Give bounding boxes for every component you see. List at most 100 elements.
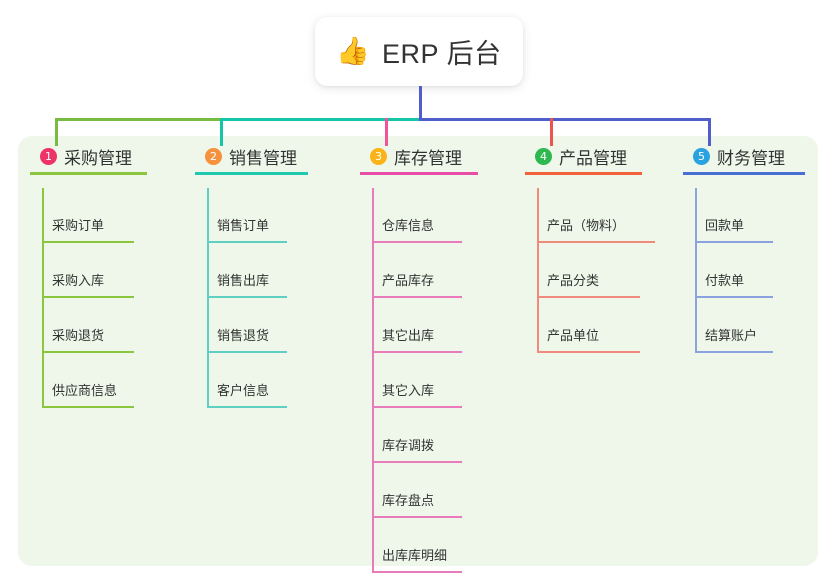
branch-header-1[interactable]: 1 采购管理 bbox=[30, 144, 150, 168]
item-connector-line bbox=[695, 298, 697, 353]
branch-title: 销售管理 bbox=[229, 148, 297, 168]
item-connector-line bbox=[537, 188, 539, 243]
item-connector-line bbox=[372, 408, 374, 463]
drop-line-col-3 bbox=[385, 118, 388, 146]
item-connector-line bbox=[372, 518, 374, 573]
item-underline bbox=[372, 241, 462, 243]
bar-segment-2 bbox=[220, 118, 422, 121]
item-underline bbox=[372, 351, 462, 353]
item-underline bbox=[42, 351, 134, 353]
branch-header-underline bbox=[683, 172, 805, 175]
branch-header-4[interactable]: 4 产品管理 bbox=[525, 144, 643, 168]
item-label: 供应商信息 bbox=[52, 383, 118, 398]
item-connector-line bbox=[695, 188, 697, 243]
item-underline bbox=[695, 241, 773, 243]
item-underline bbox=[207, 351, 287, 353]
branch-title: 库存管理 bbox=[394, 148, 462, 168]
item-underline bbox=[537, 296, 640, 298]
branch-title: 产品管理 bbox=[559, 148, 627, 168]
branch-column-5: 5 财务管理回款单付款单结算账户 bbox=[683, 144, 805, 353]
root-node-erp-backend[interactable]: 👍 ERP 后台 bbox=[315, 17, 523, 86]
item-connector-line bbox=[537, 298, 539, 353]
drop-line-col-1 bbox=[55, 118, 58, 146]
drop-line-col-4 bbox=[550, 118, 553, 146]
thumbs-up-icon: 👍 bbox=[336, 36, 371, 66]
item-underline bbox=[207, 296, 287, 298]
item-connector-line bbox=[372, 463, 374, 518]
bar-segment-1 bbox=[55, 118, 223, 121]
item-connector-line bbox=[42, 353, 44, 408]
item-label: 采购订单 bbox=[52, 218, 105, 233]
branch-number-badge: 2 bbox=[205, 147, 222, 165]
item-label: 其它出库 bbox=[382, 328, 435, 343]
root-node-title: ERP 后台 bbox=[382, 39, 502, 69]
item-underline bbox=[42, 296, 134, 298]
item-underline bbox=[207, 241, 287, 243]
item-underline bbox=[42, 406, 134, 408]
item-label: 出库库明细 bbox=[382, 548, 448, 563]
item-label: 采购退货 bbox=[52, 328, 105, 343]
item-connector-line bbox=[695, 243, 697, 298]
item-connector-line bbox=[207, 243, 209, 298]
branch-number-badge: 1 bbox=[40, 147, 57, 165]
branch-number-badge: 5 bbox=[693, 147, 710, 165]
branch-header-5[interactable]: 5 财务管理 bbox=[683, 144, 803, 168]
item-label: 销售退货 bbox=[217, 328, 270, 343]
item-label: 销售出库 bbox=[217, 273, 270, 288]
item-connector-line bbox=[207, 298, 209, 353]
item-connector-line bbox=[372, 188, 374, 243]
bar-segment-3 bbox=[419, 118, 711, 121]
item-connector-line bbox=[372, 298, 374, 353]
item-underline bbox=[695, 296, 773, 298]
branch-title: 财务管理 bbox=[717, 148, 785, 168]
item-connector-line bbox=[42, 243, 44, 298]
item-label: 库存调拨 bbox=[382, 438, 435, 453]
item-underline bbox=[537, 351, 640, 353]
branch-header-underline bbox=[30, 172, 147, 175]
item-underline bbox=[695, 351, 773, 353]
item-label: 产品库存 bbox=[382, 273, 435, 288]
branch-column-1: 1 采购管理采购订单采购入库采购退货供应商信息 bbox=[30, 144, 150, 408]
item-label: 回款单 bbox=[705, 218, 745, 233]
item-label: 客户信息 bbox=[217, 383, 270, 398]
item-underline bbox=[372, 406, 462, 408]
item-label: 结算账户 bbox=[705, 328, 758, 343]
item-connector-line bbox=[207, 188, 209, 243]
branch-column-3: 3 库存管理仓库信息产品库存其它出库其它入库库存调拨库存盘点出库库明细 bbox=[360, 144, 478, 573]
branch-header-3[interactable]: 3 库存管理 bbox=[360, 144, 472, 168]
branch-number-badge: 4 bbox=[535, 147, 552, 165]
item-underline bbox=[372, 296, 462, 298]
branch-header-underline bbox=[360, 172, 478, 175]
item-label: 仓库信息 bbox=[382, 218, 435, 233]
branch-header-underline bbox=[525, 172, 642, 175]
item-label: 付款单 bbox=[705, 273, 745, 288]
item-underline bbox=[42, 241, 134, 243]
branch-header-2[interactable]: 2 销售管理 bbox=[195, 144, 307, 168]
item-connector-line bbox=[42, 298, 44, 353]
item-connector-line bbox=[42, 188, 44, 243]
item-label: 库存盘点 bbox=[382, 493, 435, 508]
item-connector-line bbox=[372, 353, 374, 408]
item-connector-line bbox=[372, 243, 374, 298]
item-label: 销售订单 bbox=[217, 218, 270, 233]
branch-column-4: 4 产品管理产品（物料） 产品分类产品单位 bbox=[525, 144, 655, 353]
branch-column-2: 2 销售管理销售订单销售出库销售退货客户信息 bbox=[195, 144, 308, 408]
drop-line-col-2 bbox=[220, 118, 223, 146]
branch-number-badge: 3 bbox=[370, 147, 387, 165]
item-label: 产品分类 bbox=[547, 273, 600, 288]
item-label: 产品（物料） bbox=[547, 218, 626, 233]
item-underline bbox=[207, 406, 287, 408]
item-underline bbox=[372, 516, 462, 518]
item-underline bbox=[372, 571, 462, 573]
item-connector-line bbox=[207, 353, 209, 408]
branch-title: 采购管理 bbox=[64, 148, 132, 168]
item-connector-line bbox=[537, 243, 539, 298]
item-label: 其它入库 bbox=[382, 383, 435, 398]
root-trunk-line bbox=[419, 86, 422, 120]
item-underline bbox=[537, 241, 655, 243]
item-underline bbox=[372, 461, 462, 463]
item-label: 产品单位 bbox=[547, 328, 600, 343]
branch-header-underline bbox=[195, 172, 308, 175]
item-label: 采购入库 bbox=[52, 273, 105, 288]
